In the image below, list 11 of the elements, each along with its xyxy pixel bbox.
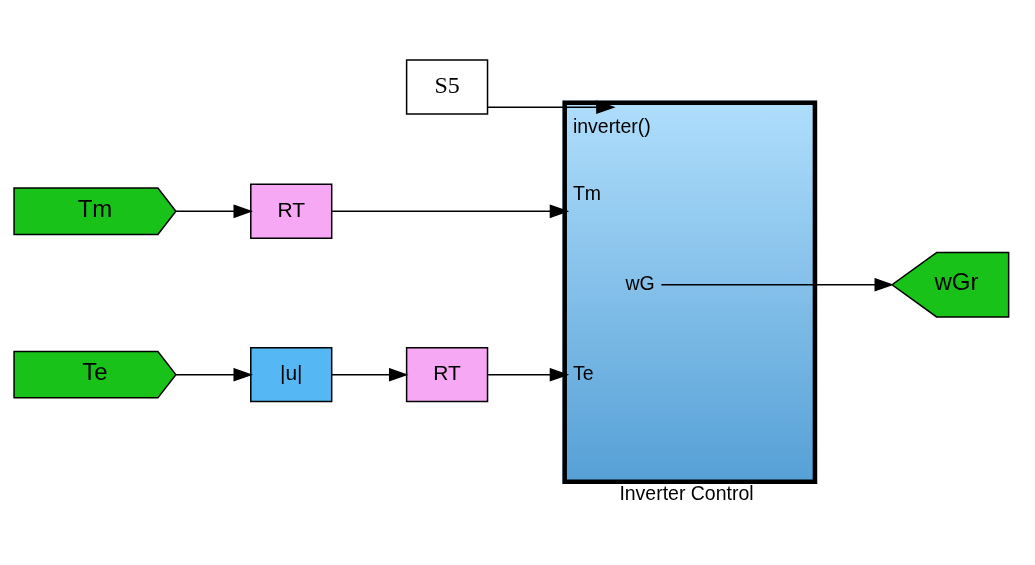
node-box: RT [250, 183, 333, 240]
node-box: RT [405, 346, 489, 403]
arrow [486, 367, 570, 382]
arrow [175, 204, 253, 219]
arrow [331, 367, 409, 382]
arrow [487, 100, 616, 114]
node-box: S5 [405, 59, 489, 115]
arrow [660, 277, 895, 292]
node-box: |u| [250, 346, 333, 403]
arrow [331, 204, 570, 219]
arrow [175, 367, 253, 382]
